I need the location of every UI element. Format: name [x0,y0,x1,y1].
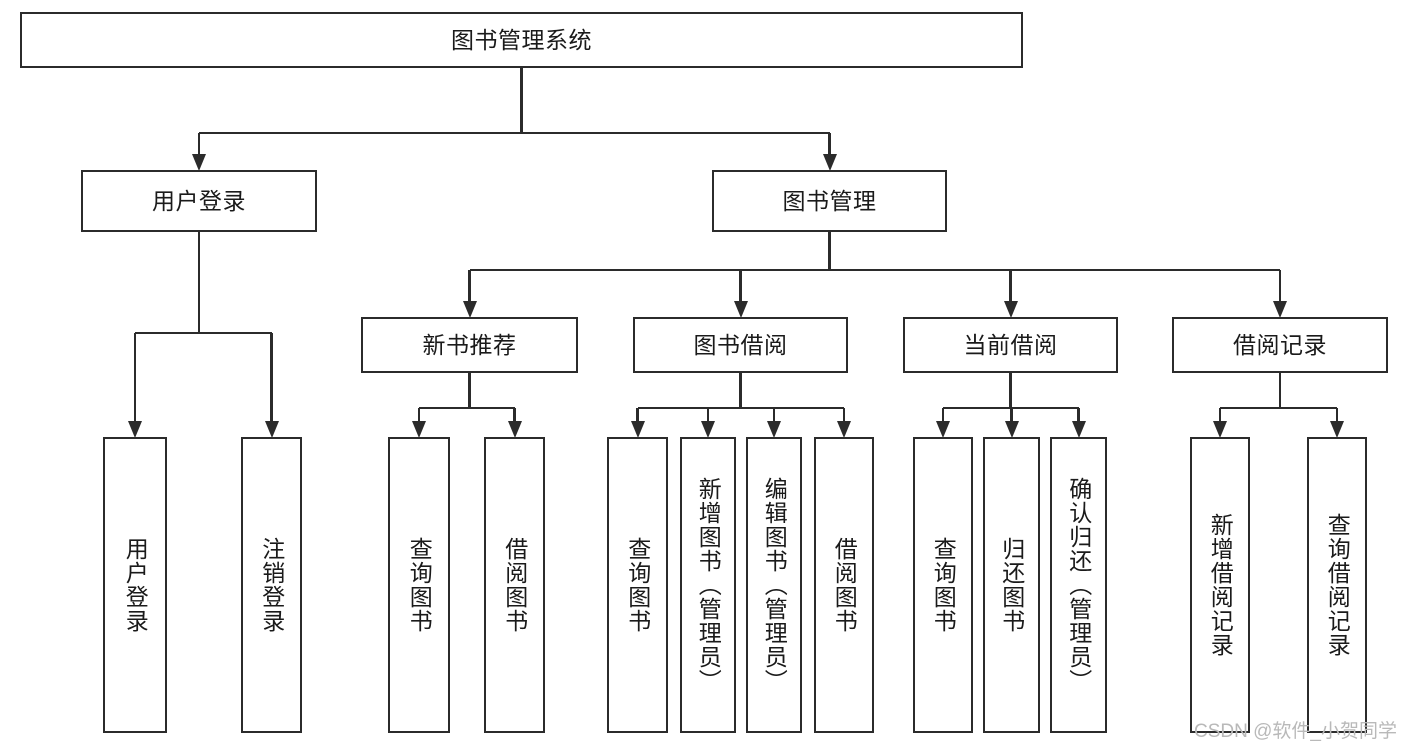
connector-bus [1220,406,1337,410]
leaf-query-book-borrow[interactable]: 查询图书 [607,437,668,733]
connector-child-stem [739,270,742,301]
node-label: 查询图书 [624,537,651,633]
connector-child-stem [1335,408,1339,421]
node-current-borrow[interactable]: 当前借阅 [903,317,1118,373]
arrowhead-icon [1071,421,1086,438]
node-label: 查询图书 [930,537,957,633]
node-user-login[interactable]: 用户登录 [81,170,317,232]
node-label: 当前借阅 [963,331,1058,358]
connector-parent-stem [520,68,523,133]
connector-parent-stem [1009,373,1012,408]
arrowhead-icon [1213,421,1227,438]
connector-bus [469,268,1280,272]
node-root[interactable]: 图书管理系统 [20,12,1023,68]
node-label: 用户登录 [152,187,246,214]
node-label: 图书管理 [782,187,877,214]
arrowhead-icon [1003,301,1018,318]
arrowhead-icon [701,421,715,438]
connector-child-stem [772,408,776,421]
connector-child-stem [636,408,639,421]
node-label: 图书管理系统 [451,26,592,53]
node-new-book-recommendation[interactable]: 新书推荐 [361,317,578,373]
node-label: 新书推荐 [422,331,517,358]
node-label: 借阅图书 [501,537,528,633]
node-label: 借阅图书 [831,537,858,633]
node-label: 查询借阅记录 [1324,513,1351,657]
leaf-query-book-current[interactable]: 查询图书 [913,437,973,733]
leaf-query-book-new[interactable]: 查询图书 [388,437,450,733]
arrowhead-icon [462,301,477,318]
connector-parent-stem [197,232,201,333]
connector-parent-stem [828,232,831,270]
watermark: CSDN @软件_小贺同学 [1194,721,1397,742]
arrowhead-icon [1004,421,1019,438]
arrowhead-icon [767,421,781,438]
arrowhead-icon [1273,301,1287,318]
node-label: 用户登录 [122,537,149,633]
node-label: 归还图书 [998,537,1025,633]
connector-child-stem [941,408,945,421]
connector-child-stem [468,270,471,301]
connector-child-stem [417,408,421,421]
arrowhead-icon [822,154,837,171]
leaf-add-book-admin[interactable]: 新增图书（管理员） [680,437,736,733]
connector-child-stem [1010,408,1013,421]
node-book-management[interactable]: 图书管理 [712,170,947,232]
node-label: 注销登录 [258,537,285,633]
leaf-user-login[interactable]: 用户登录 [103,437,167,733]
connector-child-stem [513,408,516,421]
connector-child-stem [133,333,137,421]
arrowhead-icon [507,421,522,438]
node-borrow-record[interactable]: 借阅记录 [1172,317,1388,373]
connector-child-stem [1278,270,1282,301]
leaf-borrow-book-new[interactable]: 借阅图书 [484,437,545,733]
node-label: 新增借阅记录 [1207,513,1234,657]
arrowhead-icon [264,421,279,438]
arrowhead-icon [412,421,426,438]
connector-bus [135,331,272,335]
arrowhead-icon [192,154,206,171]
leaf-borrow-book[interactable]: 借阅图书 [814,437,874,733]
connector-bus [419,406,515,410]
connector-bus [637,406,844,410]
leaf-return-book[interactable]: 归还图书 [983,437,1040,733]
node-label: 确认归还（管理员） [1065,477,1092,693]
connector-parent-stem [468,373,471,408]
leaf-edit-book-admin[interactable]: 编辑图书（管理员） [746,437,802,733]
arrowhead-icon [630,421,645,438]
node-label: 借阅记录 [1233,331,1327,358]
connector-child-stem [828,133,831,154]
connector-child-stem [270,333,273,421]
arrowhead-icon [733,301,748,318]
arrowhead-icon [837,421,851,438]
connector-child-stem [1077,408,1080,421]
connector-child-stem [197,133,201,154]
leaf-confirm-return-admin[interactable]: 确认归还（管理员） [1050,437,1107,733]
connector-bus [199,131,830,135]
node-label: 查询图书 [406,537,433,633]
arrowhead-icon [1330,421,1344,438]
node-label: 新增图书（管理员） [695,477,722,693]
leaf-logout[interactable]: 注销登录 [241,437,302,733]
connector-child-stem [1009,270,1012,301]
leaf-add-borrow-record[interactable]: 新增借阅记录 [1190,437,1250,733]
connector-parent-stem [1278,373,1282,408]
connector-child-stem [842,408,846,421]
node-book-borrow[interactable]: 图书借阅 [633,317,848,373]
node-label: 编辑图书（管理员） [761,477,788,693]
arrowhead-icon [936,421,950,438]
connector-child-stem [706,408,710,421]
arrowhead-icon [128,421,142,438]
node-label: 图书借阅 [693,331,788,358]
connector-child-stem [1218,408,1222,421]
connector-parent-stem [739,373,742,408]
leaf-query-borrow-record[interactable]: 查询借阅记录 [1307,437,1367,733]
